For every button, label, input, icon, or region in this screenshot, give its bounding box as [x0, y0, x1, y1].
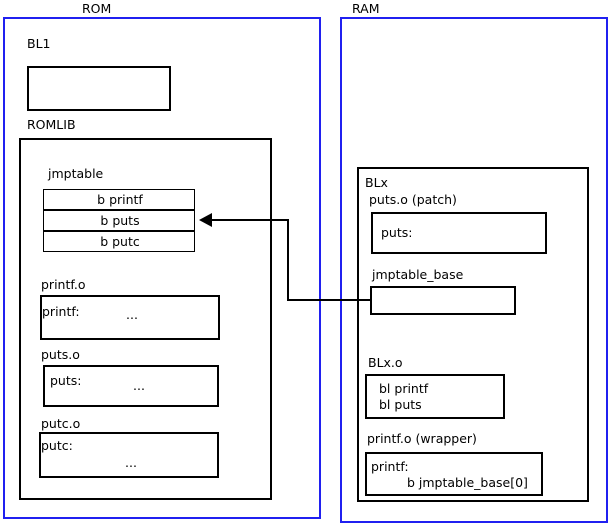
printf-wrapper-symbol: printf:	[371, 459, 409, 474]
connector-arrowhead-icon	[199, 213, 212, 227]
jmptable-base-caption: jmptable_base	[372, 267, 464, 282]
blx-o-box: bl printf bl puts	[365, 374, 505, 419]
blx-o-caption: BLx.o	[368, 355, 403, 370]
jmptable-base-box[interactable]	[370, 286, 516, 315]
jmptable-entry-putc[interactable]: b putc	[43, 231, 195, 252]
romlib-caption: ROMLIB	[27, 117, 76, 132]
jmptable-entry-puts-label: b puts	[100, 213, 140, 228]
printf-o-symbol: printf:	[42, 304, 80, 319]
connector-segment-upper-horizontal	[211, 219, 289, 221]
puts-o-ellipsis: ...	[133, 378, 145, 393]
bl1-box	[27, 66, 171, 111]
bl1-caption: BL1	[27, 36, 51, 51]
ram-region-label: RAM	[352, 1, 380, 16]
puts-o-box: puts: ...	[43, 365, 219, 407]
putc-o-caption: putc.o	[41, 416, 81, 431]
printf-wrapper-box: printf: b jmptable_base[0]	[365, 452, 543, 496]
puts-patch-box: puts:	[371, 212, 547, 254]
puts-o-symbol: puts:	[50, 373, 82, 388]
printf-wrapper-caption: printf.o (wrapper)	[367, 431, 477, 446]
jmptable-caption: jmptable	[48, 166, 104, 181]
jmptable-entry-printf[interactable]: b printf	[43, 189, 195, 210]
puts-patch-symbol: puts:	[381, 225, 413, 240]
rom-region-label: ROM	[82, 1, 112, 16]
jmptable-entry-printf-label: b printf	[97, 192, 143, 207]
connector-segment-lower-horizontal	[287, 299, 371, 301]
putc-o-box: putc: ...	[39, 432, 219, 478]
connector-segment-vertical	[287, 219, 289, 301]
blx-o-line-bl-puts: bl puts	[379, 397, 422, 412]
printf-o-caption: printf.o	[41, 277, 86, 292]
printf-o-ellipsis: ...	[126, 307, 138, 322]
rom-region	[3, 17, 321, 519]
blx-o-line-bl-printf: bl printf	[379, 381, 429, 396]
puts-patch-caption: puts.o (patch)	[369, 192, 457, 207]
ram-region	[340, 17, 608, 523]
putc-o-ellipsis: ...	[125, 455, 137, 470]
printf-wrapper-instruction: b jmptable_base[0]	[407, 475, 528, 490]
jmptable-entry-putc-label: b putc	[100, 234, 140, 249]
puts-o-caption: puts.o	[41, 347, 80, 362]
putc-o-symbol: putc:	[41, 438, 73, 453]
blx-caption: BLx	[365, 175, 388, 190]
jmptable-entry-puts[interactable]: b puts	[43, 210, 195, 231]
printf-o-box: printf: ...	[40, 295, 220, 340]
